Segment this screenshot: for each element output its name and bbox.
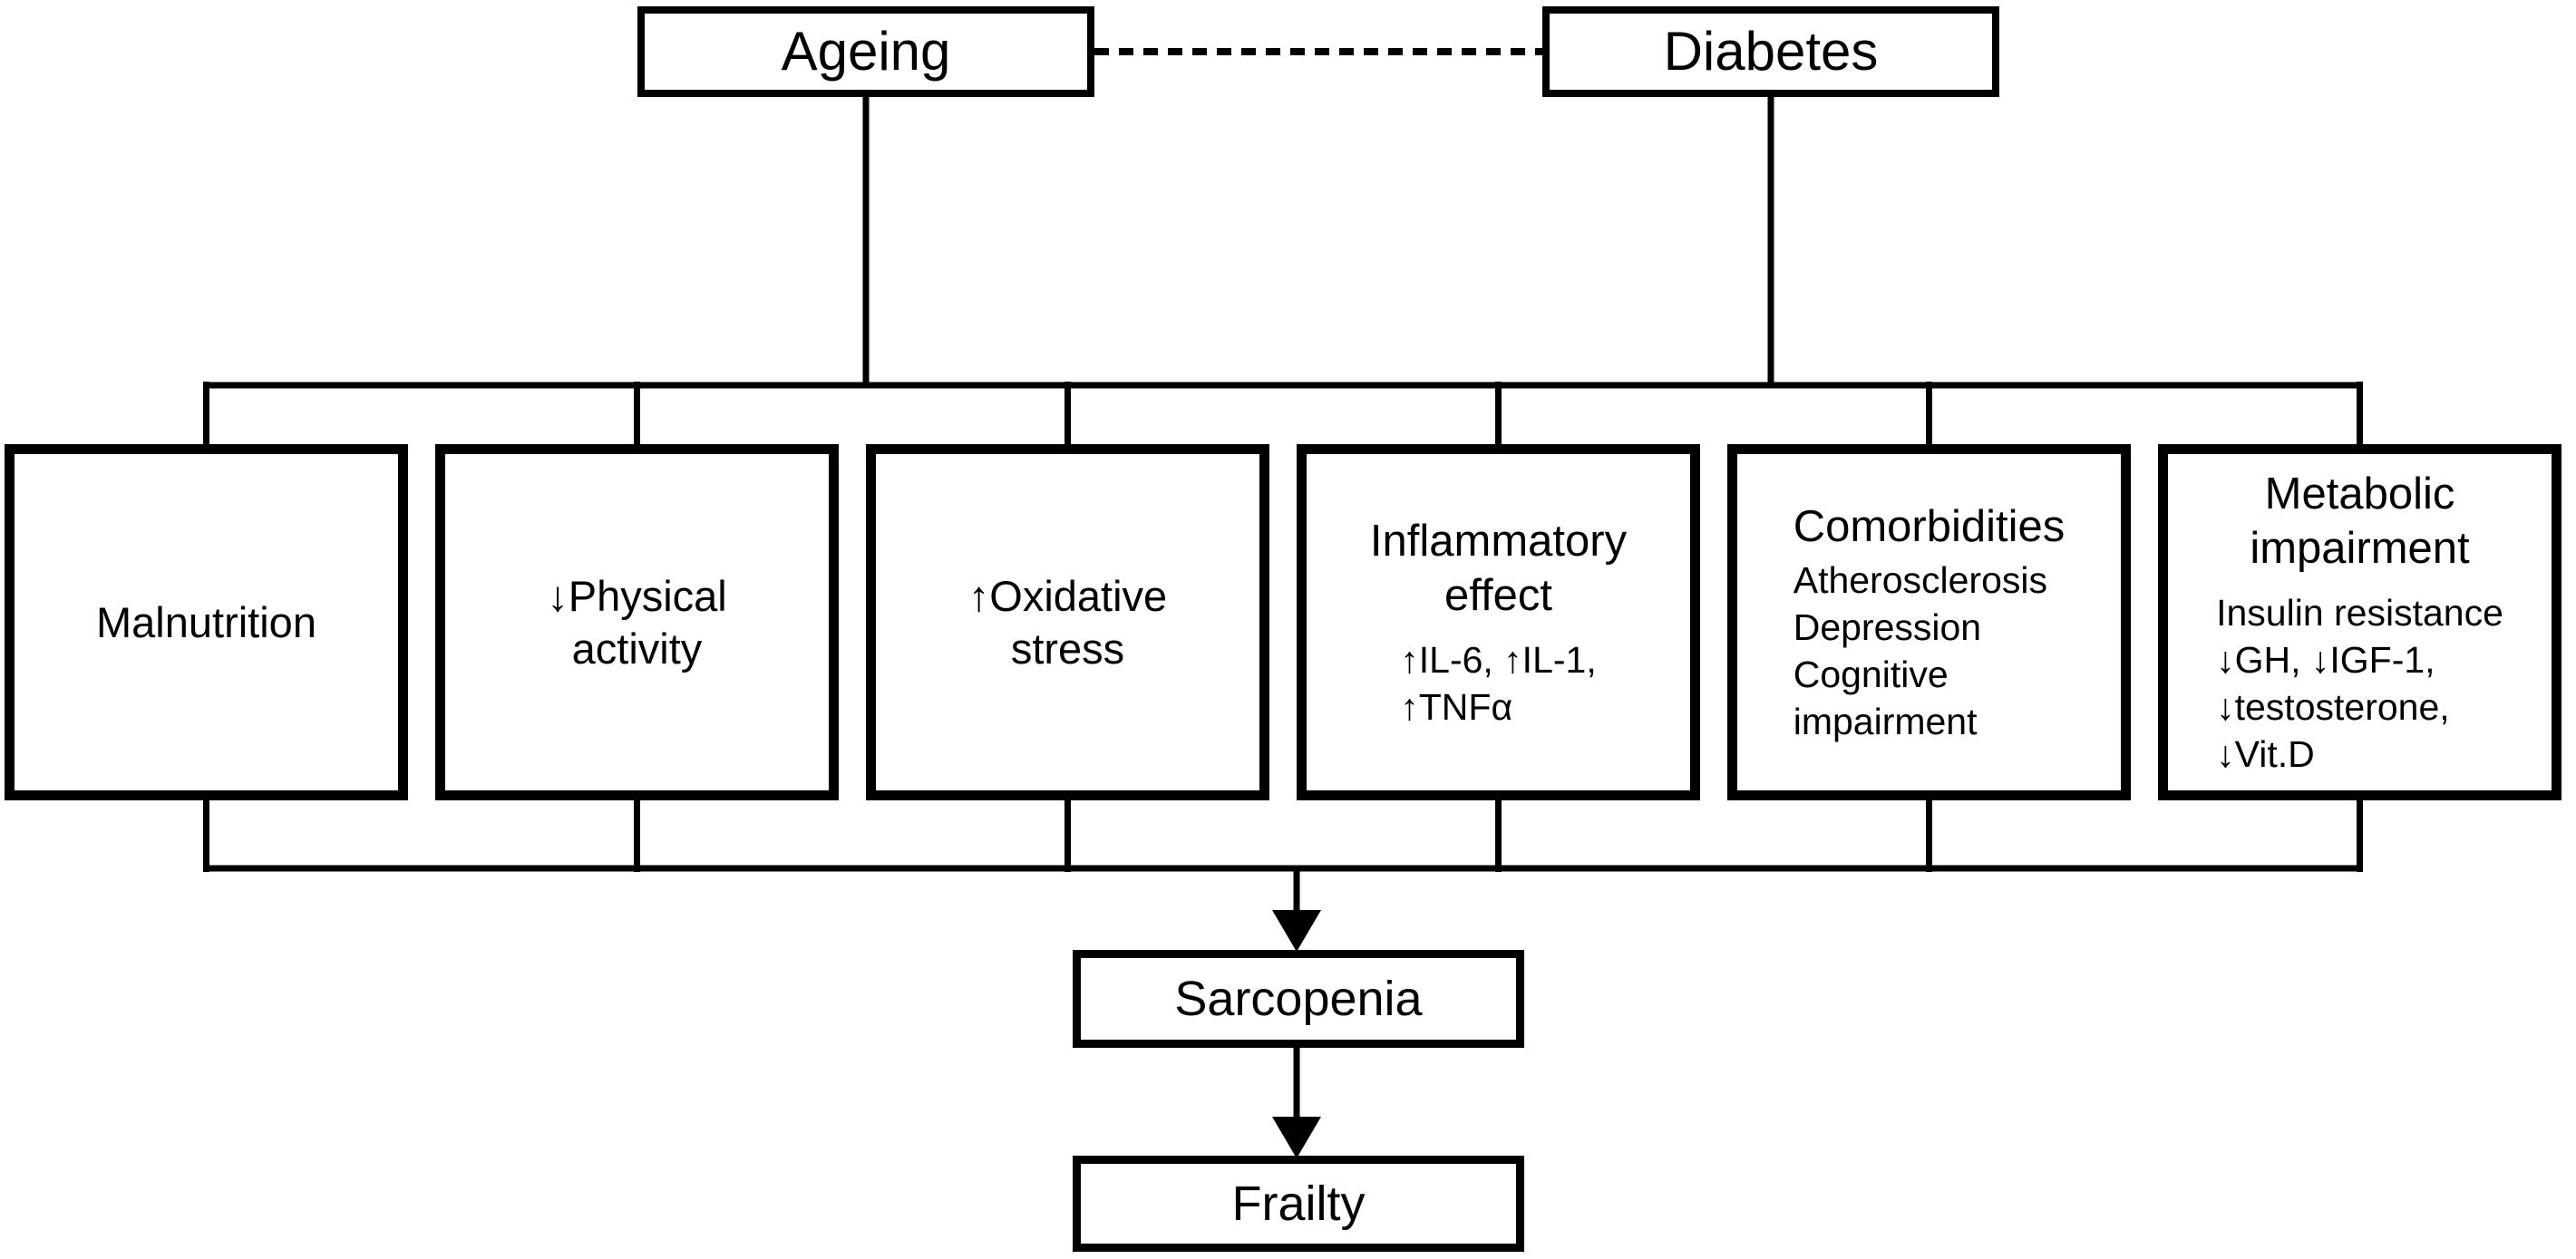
factor-title: Metabolic [2264, 469, 2455, 518]
factor-line: ↓Physical [547, 572, 727, 621]
factor-box-content: Metabolic impairment Insulin resistance … [2216, 467, 2503, 779]
factor-detail-line: ↑TNFα [1400, 686, 1513, 729]
factor-line: stress [1010, 624, 1125, 673]
factor-detail-line: ↑IL-6, ↑IL-1, [1400, 639, 1597, 682]
factor-title: impairment [2250, 524, 2470, 574]
factor-box-content: ↑Oxidative stress [968, 570, 1167, 674]
factor-box-content: Inflammatory effect ↑IL-6, ↑IL-1, ↑TNFα [1370, 514, 1627, 731]
factor-title: effect [1444, 571, 1552, 621]
factor-title: Comorbidities [1793, 502, 2066, 551]
factor-box-malnutrition: Malnutrition [5, 444, 408, 800]
factor-details: Atherosclerosis Depression Cognitive imp… [1793, 557, 2047, 745]
factor-detail-line: Insulin resistance [2216, 592, 2503, 634]
factor-box-comorbidities: Comorbidities Atherosclerosis Depression… [1727, 444, 2131, 800]
node-diabetes: Diabetes [1542, 6, 1999, 97]
factor-detail-line: ↓testosterone, [2216, 686, 2450, 729]
factor-box-oxidative-stress: ↑Oxidative stress [866, 444, 1269, 800]
factor-box-metabolic-impairment: Metabolic impairment Insulin resistance … [2158, 444, 2561, 800]
factor-detail-line: impairment [1793, 700, 1978, 742]
node-sarcopenia-label: Sarcopenia [1174, 972, 1423, 1026]
factor-line: ↑Oxidative [967, 572, 1168, 621]
factor-box-content: Comorbidities Atherosclerosis Depression… [1793, 499, 2066, 745]
factor-line: activity [571, 624, 703, 673]
factor-details: Insulin resistance ↓GH, ↓IGF-1, ↓testost… [2216, 589, 2503, 778]
factor-box-inflammatory-effect: Inflammatory effect ↑IL-6, ↑IL-1, ↑TNFα [1297, 444, 1700, 800]
factor-box-content: Malnutrition [96, 596, 316, 648]
factor-detail-line: ↓Vit.D [2216, 733, 2315, 776]
factor-detail-line: Cognitive [1793, 653, 1949, 695]
arrow-to-frailty-head [1272, 1117, 1321, 1158]
factor-detail-line: Atherosclerosis [1793, 558, 2047, 601]
factor-line: Malnutrition [96, 597, 316, 646]
node-ageing: Ageing [637, 6, 1094, 97]
node-diabetes-label: Diabetes [1663, 21, 1879, 82]
node-ageing-label: Ageing [781, 21, 951, 82]
factor-title: Inflammatory [1369, 516, 1628, 566]
node-frailty-label: Frailty [1231, 1177, 1366, 1231]
factor-detail-line: Depression [1793, 605, 1982, 648]
factor-box-content: ↓Physical activity [547, 570, 727, 674]
node-sarcopenia: Sarcopenia [1073, 950, 1524, 1048]
node-frailty: Frailty [1073, 1156, 1524, 1252]
factor-box-physical-activity: ↓Physical activity [435, 444, 839, 800]
arrow-to-sarcopenia-head [1272, 910, 1321, 952]
factor-details: ↑IL-6, ↑IL-1, ↑TNFα [1400, 636, 1596, 731]
factor-detail-line: ↓GH, ↓IGF-1, [2216, 639, 2435, 682]
